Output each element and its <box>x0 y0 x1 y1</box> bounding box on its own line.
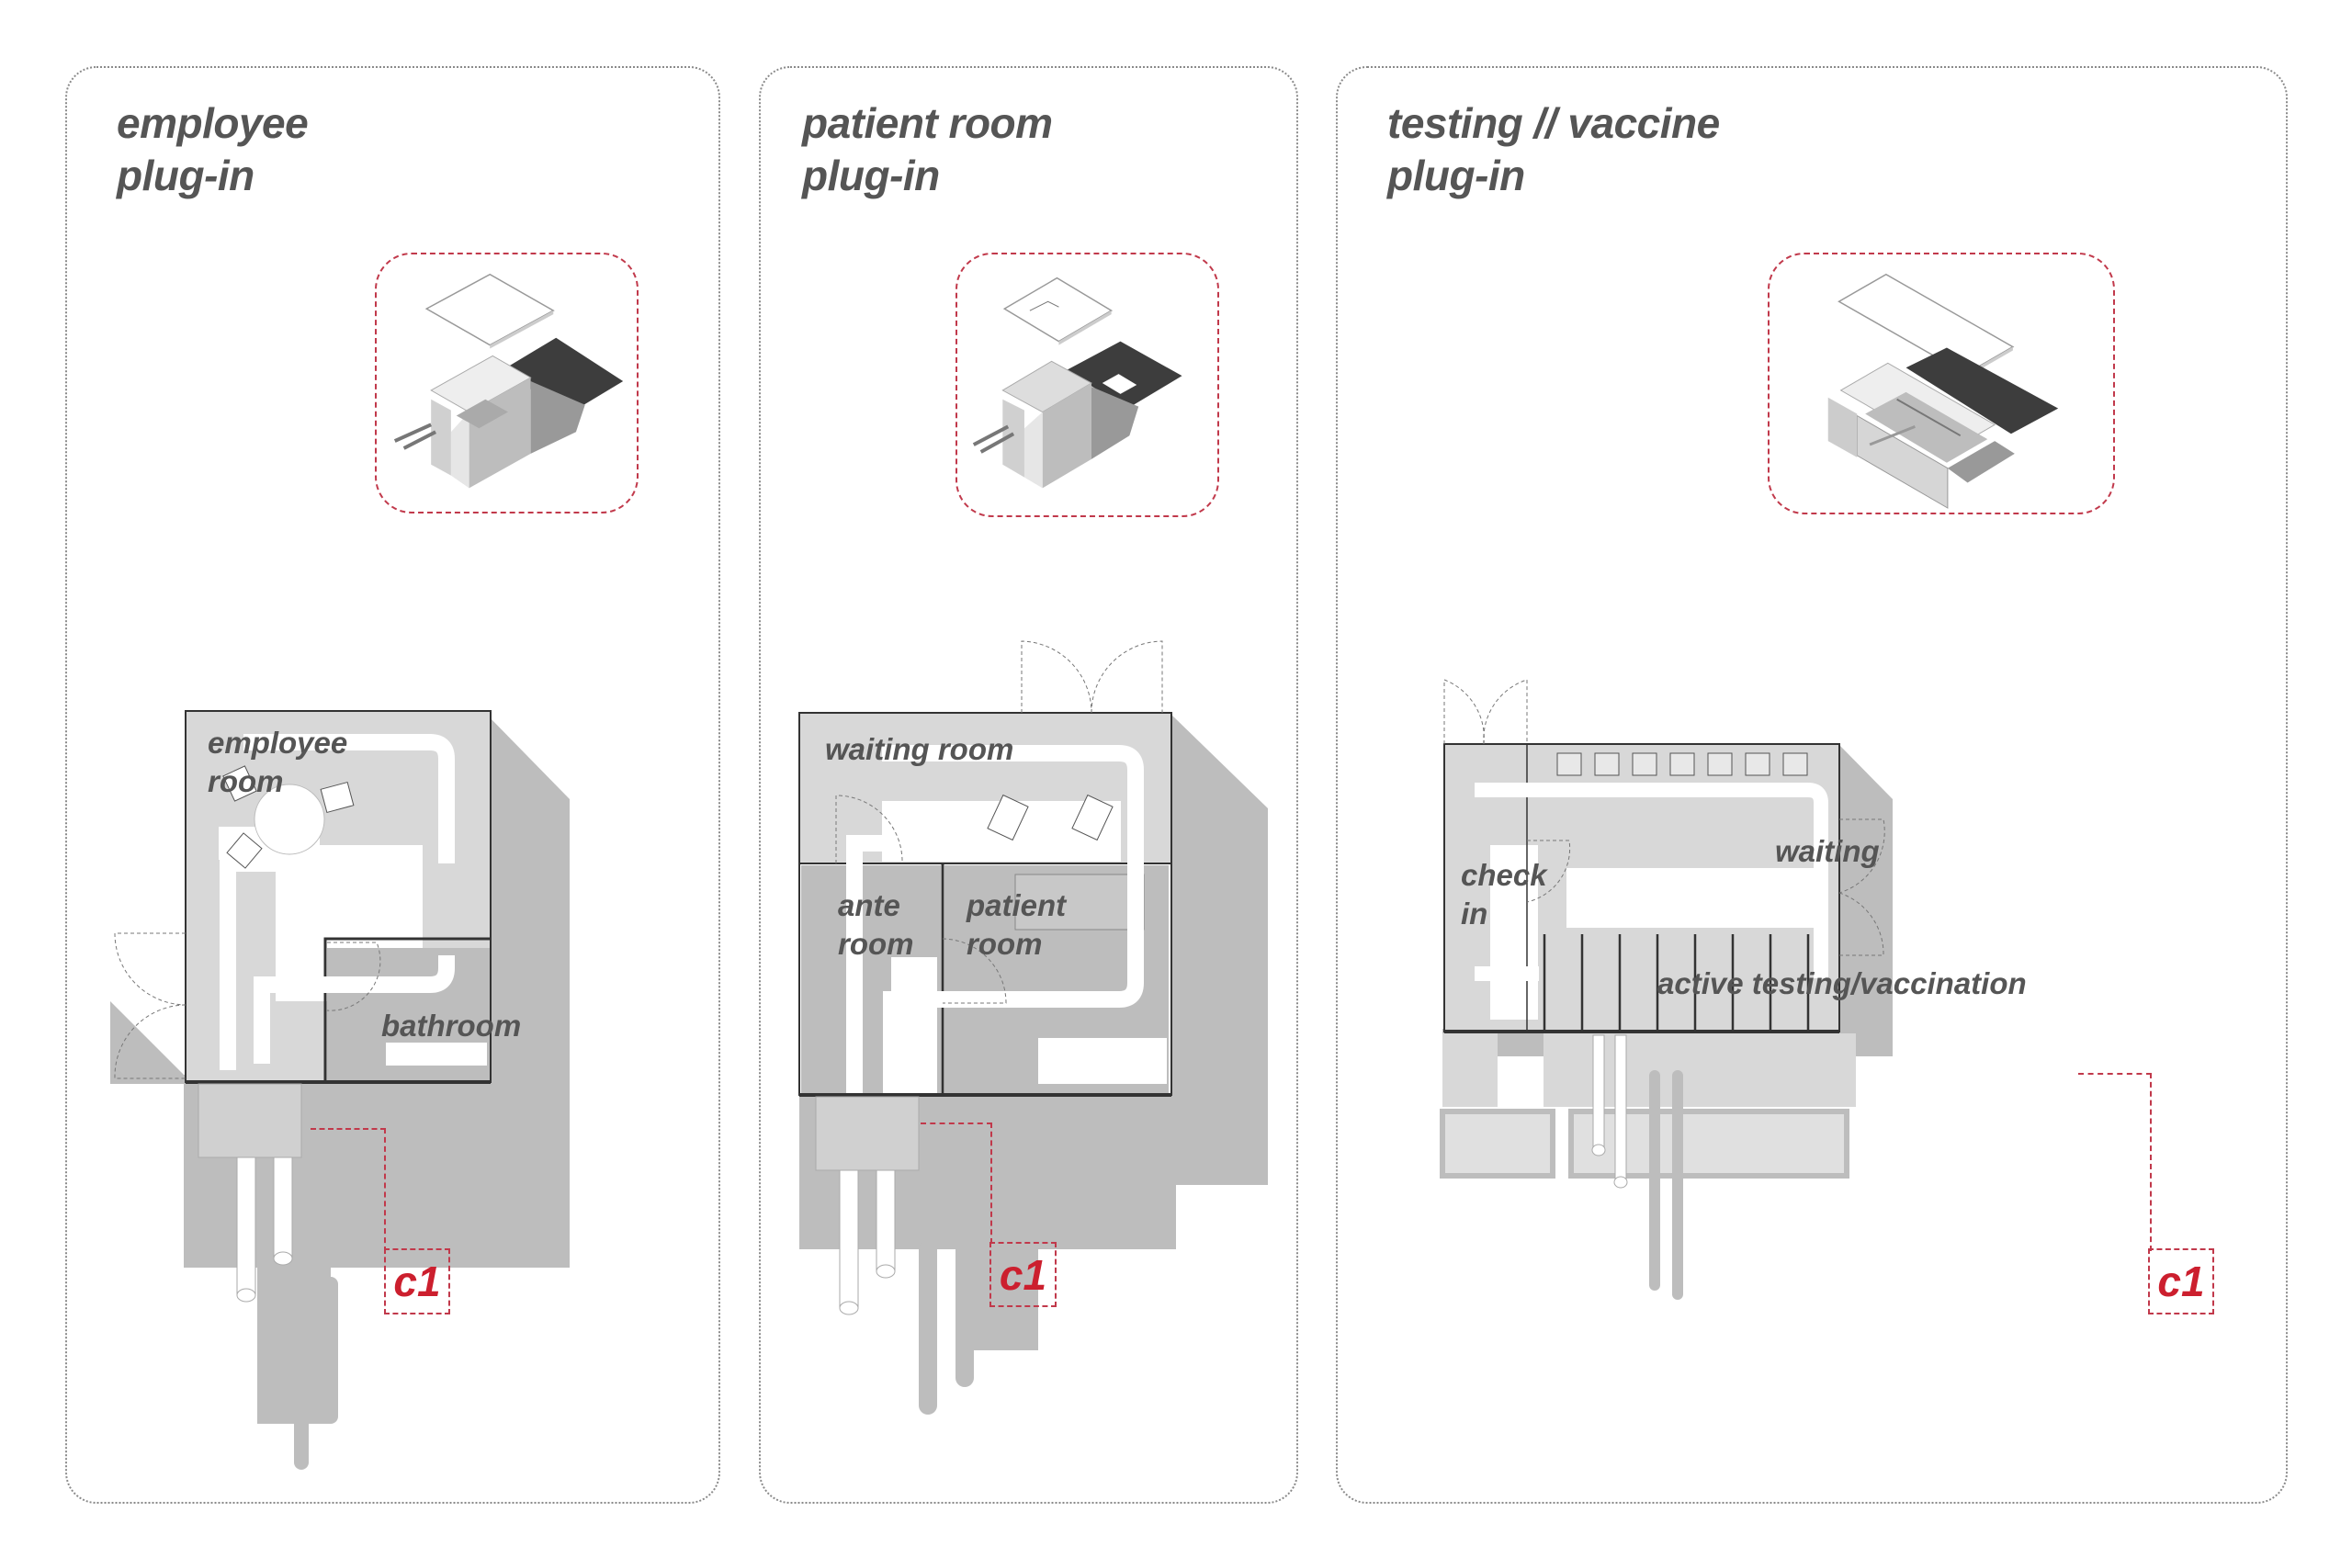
pipe-shadow <box>919 1240 937 1415</box>
room-label-employee-room: employee room <box>208 726 348 798</box>
table-icon <box>254 784 325 855</box>
hvac-unit-icon <box>815 1096 920 1171</box>
room-label-bathroom: bathroom <box>381 1009 522 1043</box>
door-swing-icon <box>1091 640 1163 714</box>
door-swing-icon <box>835 795 903 864</box>
testing-booth-partitions <box>1543 934 1810 1032</box>
room-label-waiting-room: waiting room <box>825 732 1014 766</box>
pipe-icon <box>839 1169 859 1309</box>
callout-label: c1 <box>2157 1258 2205 1305</box>
chair-icon <box>1071 794 1114 841</box>
chair-icon <box>1556 752 1582 776</box>
floor-plan-drawing <box>110 710 570 1470</box>
pipe-icon <box>876 1169 896 1272</box>
chair-icon <box>1669 752 1695 776</box>
chair-icon <box>1707 752 1733 776</box>
floor-plan-drawing <box>798 640 1268 1415</box>
door-swing-icon <box>1526 840 1571 903</box>
pipe-shadow <box>323 1277 338 1424</box>
chair-icon <box>320 781 355 814</box>
chair-icon <box>1632 752 1657 776</box>
isometric-model-icon <box>393 273 624 489</box>
pipe-icon <box>273 1156 293 1259</box>
door-swing-icon <box>1838 818 1885 894</box>
callout-leader <box>311 1128 386 1252</box>
floor-plan-employee <box>110 698 680 1470</box>
isometric-thumbnail-testing-vaccine[interactable] <box>1768 253 2115 514</box>
room-label-active-testing-vaccination: active testing/vaccination <box>1657 966 2027 1000</box>
isometric-thumbnail-patient-room[interactable] <box>956 253 1219 517</box>
room-label-check-in: check in <box>1461 858 1547 931</box>
pipe-icon <box>236 1156 256 1296</box>
door-swing-icon <box>1483 679 1528 745</box>
door-swing-icon <box>1021 640 1092 714</box>
pipe-icon <box>1614 1034 1627 1183</box>
room-label-patient-room: patient room <box>967 888 1067 961</box>
callout-leader <box>921 1122 992 1244</box>
door-swing-icon <box>1443 679 1485 745</box>
callout-c1-patient-room[interactable]: c1 <box>989 1242 1057 1307</box>
chair-icon <box>222 765 257 802</box>
callout-c1-employee[interactable]: c1 <box>384 1248 450 1314</box>
floor-plan-drawing <box>1440 679 1893 1300</box>
door-swing-icon <box>326 942 381 1011</box>
room-label-waiting: waiting <box>1775 834 1880 868</box>
pipe-shadow <box>1649 1070 1660 1291</box>
pipe-shadow <box>956 1240 974 1387</box>
chair-icon <box>226 832 263 869</box>
chair-icon <box>1745 752 1770 776</box>
callout-label: c1 <box>393 1258 441 1305</box>
floor-plan-testing-vaccine <box>1433 661 2260 1396</box>
bed-icon <box>1014 874 1145 931</box>
pipe-icon <box>1592 1034 1605 1151</box>
pipe-shadow <box>1672 1070 1683 1300</box>
waiting-chairs <box>1556 752 1808 776</box>
room-label-ante-room: ante room <box>838 888 914 961</box>
isometric-thumbnail-employee[interactable] <box>375 253 639 513</box>
door-swing-icon <box>114 1004 187 1079</box>
isometric-model-icon <box>972 276 1182 489</box>
callout-leader <box>2078 1073 2152 1251</box>
hvac-unit-icon <box>198 1083 302 1158</box>
chair-icon <box>1594 752 1620 776</box>
panel-title-employee: employee plug-in <box>117 99 309 199</box>
isometric-model-icon <box>1827 273 2059 509</box>
pipe-shadow <box>294 1277 309 1470</box>
panel-title-testing-vaccine: testing // vaccine plug-in <box>1387 99 1720 199</box>
chair-icon <box>1782 752 1808 776</box>
chair-icon <box>987 794 1029 841</box>
door-swing-icon <box>114 932 187 1006</box>
door-swing-icon <box>1838 892 1884 956</box>
door-swing-icon <box>942 938 1007 1004</box>
callout-label: c1 <box>999 1250 1047 1299</box>
callout-c1-testing-vaccine[interactable]: c1 <box>2148 1248 2214 1314</box>
floor-plan-patient-room <box>790 634 1305 1470</box>
panel-title-patient-room: patient room plug-in <box>802 99 1053 199</box>
